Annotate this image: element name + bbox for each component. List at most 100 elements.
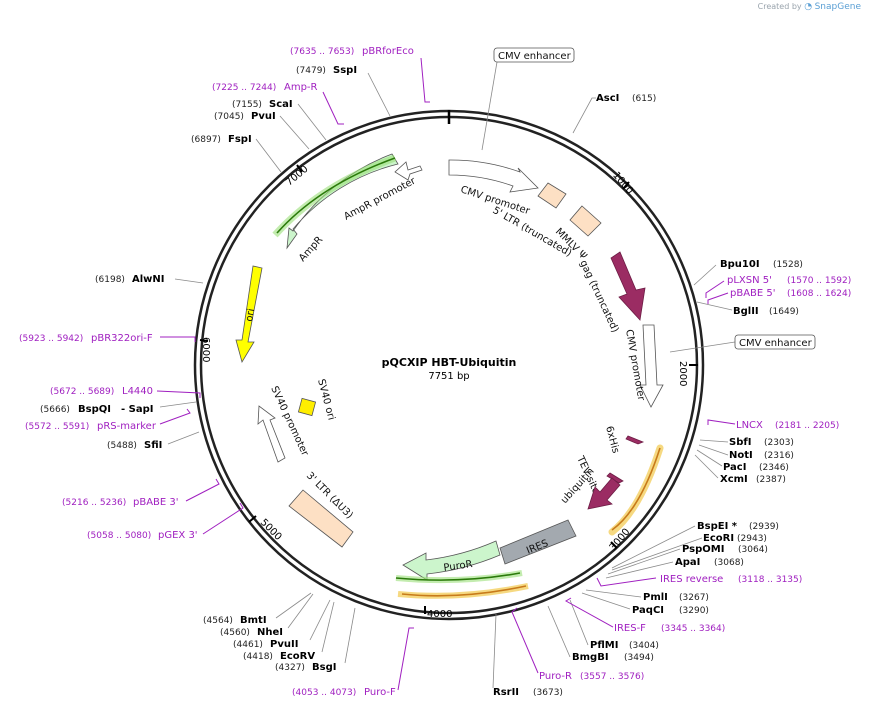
enzyme-pos: (4327) [275, 663, 305, 673]
enzyme-paci[interactable]: PacI(2346) [723, 462, 789, 473]
feature-label-gag: gag (truncated) [577, 259, 620, 335]
enzyme-pos: (6198) [95, 275, 125, 285]
primer-pbabe5[interactable]: pBABE 5'(1608 .. 1624) [730, 288, 851, 299]
feature-puror[interactable] [402, 540, 501, 581]
primer-name: pGEX 3' [158, 530, 198, 541]
plasmid-title: pQCXIP HBT-Ubiquitin 7751 bp [382, 356, 517, 382]
leader-pflmi [569, 599, 589, 646]
primer-amp-r[interactable]: (7225 .. 7244)Amp-R [212, 82, 318, 93]
primer-pbabe3[interactable]: (5216 .. 5236)pBABE 3' [62, 497, 179, 508]
feature-label-cmv-promoter-2: CMV promoter [623, 329, 646, 403]
primer-name: pBR322ori-F [91, 333, 153, 344]
pleader-l4440 [156, 390, 201, 398]
tick-3000 [610, 541, 618, 549]
enzyme-pos: (2346) [759, 463, 789, 473]
leader-ecori [611, 537, 703, 571]
enzyme-bspei[interactable]: BspEI *(2939) [697, 521, 779, 532]
leader-bglii [696, 301, 733, 311]
pleader-ires-reverse [596, 577, 657, 587]
leader-pspomi [607, 548, 681, 575]
primer-name: Puro-R [539, 671, 572, 682]
feature-ori[interactable] [235, 265, 263, 364]
enzyme-sspi[interactable]: (7479)SspI [296, 65, 357, 76]
feature-gag[interactable] [610, 251, 646, 321]
enzyme-pflmi[interactable]: PflMI(3404) [590, 640, 659, 651]
primer-name: pRS-marker [97, 421, 157, 432]
feature-ires[interactable] [499, 519, 577, 565]
enzyme-pspomi[interactable]: PspOMI(3064) [682, 544, 768, 555]
primer-l4440[interactable]: (5672 .. 5689)L4440 [50, 386, 153, 397]
enzyme-paqci[interactable]: PaqCI(3290) [632, 605, 709, 616]
primer-name: L4440 [122, 386, 153, 397]
enzyme-noti[interactable]: NotI(2316) [729, 450, 794, 461]
feature-label-ori: ori [244, 308, 257, 323]
enzyme-pvuii[interactable]: (4461)PvuII [233, 639, 298, 650]
enzyme-xcmi[interactable]: XcmI(2387) [720, 474, 786, 485]
primer-pbrforeco[interactable]: (7635 .. 7653)pBRforEco [290, 46, 414, 57]
feature-mmlv-psi[interactable] [569, 205, 602, 237]
enzyme-fspi[interactable]: (6897)FspI [191, 134, 252, 145]
enzyme-bsgi[interactable]: (4327)BsgI [275, 662, 336, 673]
primer-ires-reverse[interactable]: IRES reverse(3118 .. 3135) [660, 574, 802, 585]
primer-ires-f[interactable]: IRES-F(3345 .. 3364) [614, 623, 725, 634]
primer-plxsn5[interactable]: pLXSN 5'(1570 .. 1592) [727, 275, 851, 286]
enzyme-scai[interactable]: (7155)ScaI [232, 99, 293, 110]
feature-3ltr[interactable] [288, 489, 354, 548]
leader-apai [605, 561, 674, 579]
enzyme-pvui[interactable]: (7045)PvuI [214, 111, 276, 122]
enzyme-bspqi[interactable]: (5666)BspQI- SapI [40, 404, 153, 415]
primer-range: (3345 .. 3364) [661, 624, 725, 634]
enzyme-rsrii[interactable]: RsrII(3673) [493, 687, 563, 698]
feature-6xhis[interactable] [625, 435, 645, 445]
primer-puro-f[interactable]: (4053 .. 4073)Puro-F [292, 687, 396, 698]
cmv-enhancer-box-1[interactable] [493, 47, 575, 63]
enzyme-apai[interactable]: ApaI(3068) [675, 557, 744, 568]
enzyme-name: PspOMI [682, 544, 724, 555]
enzyme-asci[interactable]: AscI(615) [596, 93, 656, 104]
primer-puro-r[interactable]: Puro-R(3557 .. 3576) [539, 671, 644, 682]
feature-label-sv40-ori: SV40 ori [315, 378, 337, 422]
primer-pgex3[interactable]: (5058 .. 5080) pGEX 3' [87, 530, 198, 541]
enzyme-name: BmgBI [572, 652, 609, 663]
feature-cmv-promoter-2[interactable] [639, 324, 664, 408]
enzyme-bpu10i[interactable]: Bpu10I(1528) [720, 259, 803, 270]
pleader-prs-marker [159, 408, 191, 425]
leader-bspqi [159, 401, 197, 408]
enzyme-bmti[interactable]: (4564)BmtI [203, 615, 267, 626]
credit-text: Created by [757, 2, 802, 11]
primer-lncx[interactable]: LNCX(2181 .. 2205) [736, 420, 839, 431]
cmv-enhancer-box-2[interactable] [734, 334, 816, 350]
leader-pmli [585, 589, 642, 598]
feature-5ltr[interactable] [537, 182, 567, 209]
feature-ampr-promoter[interactable] [394, 161, 423, 181]
primer-line-green-bottom [395, 572, 521, 581]
enzyme-sbfi[interactable]: SbfI(2303) [729, 437, 794, 448]
leader-asci [572, 97, 596, 134]
feature-sv40-promoter[interactable] [257, 405, 286, 463]
feature-cmv-promoter-1[interactable] [448, 159, 539, 193]
enzyme-bglii[interactable]: BglII(1649) [733, 306, 799, 317]
enzyme-pmli[interactable]: PmlI(3267) [643, 592, 709, 603]
enzyme-ecori[interactable]: EcoRI(2943) [703, 533, 767, 544]
primer-range: (7225 .. 7244) [212, 83, 276, 93]
enzyme-bmgbi[interactable]: BmgBI(3494) [572, 652, 654, 663]
primer-range: (5058 .. 5080) [87, 531, 151, 541]
tick-1000 [622, 181, 630, 190]
enzyme-name: AscI [596, 93, 619, 104]
cmv-enhancer-label-1: CMV enhancer [498, 51, 572, 62]
feature-tev-site[interactable] [606, 472, 624, 484]
leader-sbfi [699, 439, 729, 443]
feature-sv40-ori[interactable] [297, 397, 317, 417]
enzyme-nhei[interactable]: (4560)NheI [220, 627, 283, 638]
leader-bsgi [344, 607, 356, 664]
enzyme-ecorv[interactable]: (4418)EcoRV [243, 651, 315, 662]
primer-name: pBABE 5' [730, 288, 776, 299]
enzyme-name: PflMI [590, 640, 618, 651]
primer-range: (1570 .. 1592) [787, 276, 851, 286]
primer-pbr322ori-f[interactable]: (5923 .. 5942)pBR322ori-F [19, 333, 153, 344]
enzyme-sfii[interactable]: (5488)SfiI [107, 440, 162, 451]
feature-ubiquitin[interactable] [587, 477, 621, 510]
primer-prs-marker[interactable]: (5572 .. 5591)pRS-marker [25, 421, 157, 432]
enzyme-alwni[interactable]: (6198)AlwNI [95, 274, 165, 285]
